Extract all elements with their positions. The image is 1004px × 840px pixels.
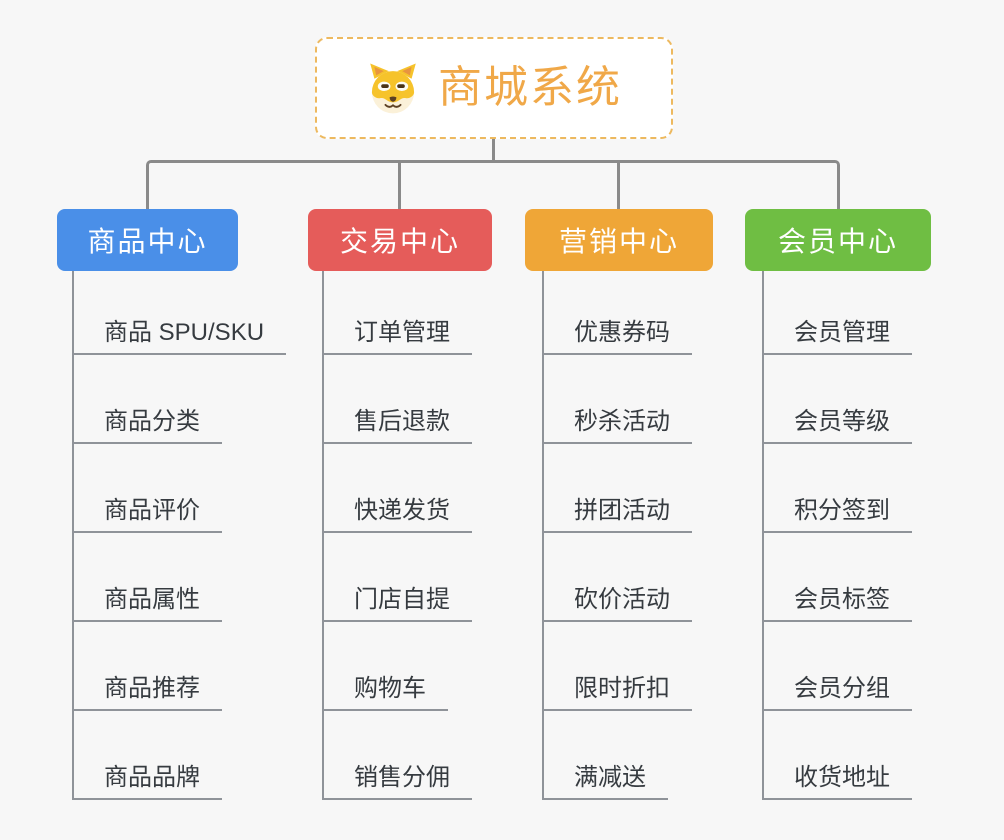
branch-item[interactable]: 购物车 (324, 622, 448, 711)
branch-item[interactable]: 会员标签 (764, 533, 912, 622)
connector-bracket (146, 160, 840, 212)
root-node[interactable]: 商城系统 (315, 37, 673, 139)
branch-header-label: 商品中心 (87, 226, 208, 257)
branch-header-label: 交易中心 (339, 226, 460, 257)
branch-item[interactable]: 快递发货 (324, 444, 472, 533)
branch-item[interactable]: 门店自提 (324, 533, 472, 622)
branch-item[interactable]: 商品推荐 (74, 622, 222, 711)
branch-items-trunk: 会员管理会员等级积分签到会员标签会员分组收货地址 (762, 271, 912, 800)
dog-face-icon (366, 61, 420, 115)
branch-header[interactable]: 会员中心 (745, 209, 931, 271)
connector-drop-branch2 (398, 161, 401, 209)
connector-drop-branch3 (617, 161, 620, 209)
branch-header[interactable]: 营销中心 (525, 209, 713, 271)
branch-item[interactable]: 售后退款 (324, 355, 472, 444)
root-title: 商城系统 (438, 63, 622, 112)
branch-item[interactable]: 会员管理 (764, 271, 912, 355)
branch-item[interactable]: 秒杀活动 (544, 355, 692, 444)
branch-item[interactable]: 商品分类 (74, 355, 222, 444)
branch-item[interactable]: 订单管理 (324, 271, 472, 355)
branch-items-trunk: 优惠券码秒杀活动拼团活动砍价活动限时折扣满减送 (542, 271, 692, 800)
branch-item[interactable]: 收货地址 (764, 711, 912, 800)
branch-item[interactable]: 限时折扣 (544, 622, 692, 711)
branch-items-trunk: 订单管理售后退款快递发货门店自提购物车销售分佣 (322, 271, 472, 800)
branch-item[interactable]: 满减送 (544, 711, 668, 800)
branch: 会员中心 会员管理会员等级积分签到会员标签会员分组收货地址 (745, 209, 931, 800)
branch-item[interactable]: 拼团活动 (544, 444, 692, 533)
connector-root-stub (492, 139, 495, 163)
branch-item[interactable]: 销售分佣 (324, 711, 472, 800)
branch-item[interactable]: 商品 SPU/SKU (74, 271, 287, 355)
branch-item[interactable]: 会员等级 (764, 355, 912, 444)
branch: 交易中心 订单管理售后退款快递发货门店自提购物车销售分佣 (308, 209, 492, 800)
branch-header[interactable]: 交易中心 (308, 209, 492, 271)
branch-item[interactable]: 会员分组 (764, 622, 912, 711)
branch-item[interactable]: 商品品牌 (74, 711, 222, 800)
branch-item[interactable]: 砍价活动 (544, 533, 692, 622)
branch-header[interactable]: 商品中心 (57, 209, 238, 271)
branch-item[interactable]: 积分签到 (764, 444, 912, 533)
branch-header-label: 会员中心 (777, 226, 898, 257)
branch-item[interactable]: 优惠券码 (544, 271, 692, 355)
branch: 营销中心 优惠券码秒杀活动拼团活动砍价活动限时折扣满减送 (525, 209, 713, 800)
branch-item[interactable]: 商品评价 (74, 444, 222, 533)
branch-item[interactable]: 商品属性 (74, 533, 222, 622)
branch-header-label: 营销中心 (558, 226, 679, 257)
